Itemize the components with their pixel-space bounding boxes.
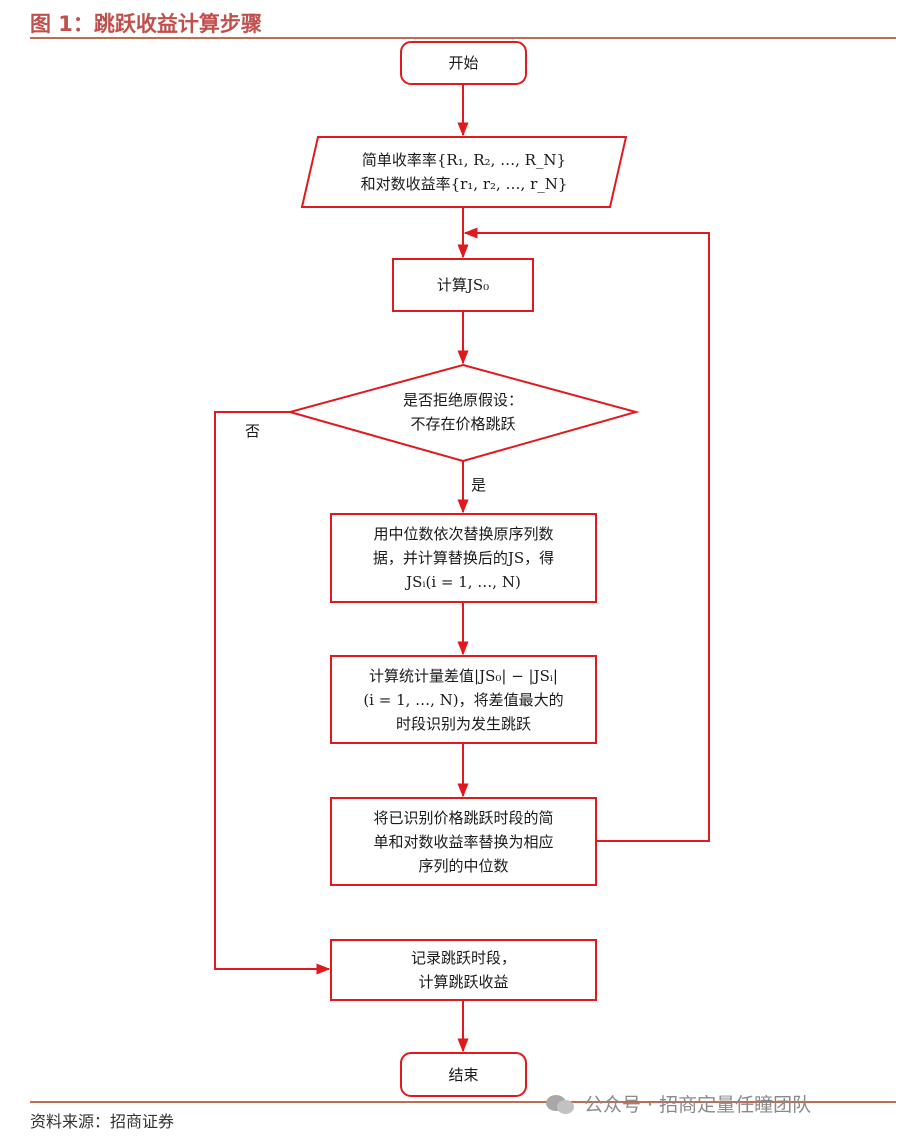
input-label: 简单收率率{R₁, R₂, …, R_N} 和对数收益率{r₁, r₂, …, …	[310, 137, 618, 207]
edge-label-yes: 是	[471, 476, 487, 494]
edge-no-record	[214, 411, 331, 975]
record-label: 记录跳跃时段， 计算跳跃收益	[331, 940, 596, 1000]
header-rule	[30, 37, 896, 39]
decision-label: 是否拒绝原假设： 不存在价格跳跃	[330, 388, 596, 436]
start-text: 开始	[448, 54, 479, 72]
input-text-1: 简单收率率{R₁, R₂, …, R_N}	[361, 151, 567, 169]
substitute-text-2: 单和对数收益率替换为相应	[373, 832, 554, 851]
edge-label-no: 否	[245, 422, 261, 440]
figure-title: 图 1：跳跃收益计算步骤	[30, 12, 262, 36]
source-note: 资料来源：招商证券	[30, 1112, 175, 1131]
compute-js0-text: 计算JS₀	[436, 276, 490, 294]
decision-text-1: 是否拒绝原假设：	[402, 391, 523, 409]
watermark-text: 公众号 · 招商定量任瞳团队	[584, 1094, 812, 1116]
compute-js0-label: 计算JS₀	[393, 259, 533, 311]
diff-text-1: 计算统计量差值|JS₀| − |JSᵢ|	[369, 666, 558, 685]
record-text-2: 计算跳跃收益	[418, 973, 509, 991]
edge-loop-back	[463, 227, 710, 842]
replace-text-3: JSᵢ(i = 1, …, N)	[406, 573, 521, 591]
diff-text-2: (i = 1, …, N)，将差值最大的	[363, 690, 564, 709]
input-node	[300, 136, 628, 208]
substitute-label: 将已识别价格跳跃时段的简 单和对数收益率替换为相应 序列的中位数	[331, 798, 596, 885]
replace-label: 用中位数依次替换原序列数 据，并计算替换后的JS，得 JSᵢ(i = 1, …,…	[331, 514, 596, 602]
substitute-text-3: 序列的中位数	[418, 856, 509, 875]
end-node	[400, 1052, 527, 1097]
footer-rule	[30, 1101, 896, 1103]
replace-text-2: 据，并计算替换后的JS，得	[372, 549, 555, 567]
end-text: 结束	[448, 1065, 479, 1084]
record-text-1: 记录跳跃时段，	[410, 949, 516, 967]
wechat-icon	[546, 1093, 576, 1115]
watermark: 公众号 · 招商定量任瞳团队	[546, 1090, 811, 1117]
replace-text-1: 用中位数依次替换原序列数	[373, 525, 554, 543]
start-label: 开始	[401, 42, 526, 84]
end-label: 结束	[401, 1053, 526, 1096]
diff-label: 计算统计量差值|JS₀| − |JSᵢ| (i = 1, …, N)，将差值最大…	[331, 656, 596, 743]
diff-text-3: 时段识别为发生跳跃	[395, 714, 531, 733]
substitute-text-1: 将已识别价格跳跃时段的简	[373, 808, 554, 827]
input-text-2: 和对数收益率{r₁, r₂, …, r_N}	[360, 175, 568, 193]
decision-text-2: 不存在价格跳跃	[410, 415, 516, 433]
